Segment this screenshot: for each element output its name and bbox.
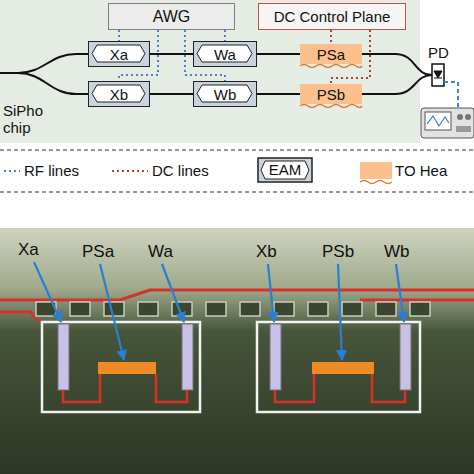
callout-arrow <box>34 262 61 322</box>
box-label: Xa <box>89 42 149 66</box>
rf-line-sample <box>4 170 20 172</box>
box-label: AWG <box>109 4 234 29</box>
pad <box>172 302 192 316</box>
box-label: Wa <box>194 42 256 66</box>
instrument-knob <box>457 114 463 120</box>
device-frame <box>257 322 420 412</box>
eam-sample <box>258 158 312 182</box>
separator-line <box>0 149 474 151</box>
rf-output-line <box>444 82 458 108</box>
metal-trace <box>0 290 474 300</box>
control-box: DC Control Plane <box>258 3 406 30</box>
callout-arrows <box>34 262 404 360</box>
callout-arrow <box>338 264 342 360</box>
eam-device <box>270 324 281 390</box>
box-label: DC Control Plane <box>259 4 405 29</box>
heater-wave <box>360 181 392 184</box>
pad <box>36 302 56 316</box>
eam-device <box>182 324 193 390</box>
instrument-button <box>456 126 471 132</box>
micrograph-background <box>0 228 474 474</box>
instrument-knob <box>465 114 471 120</box>
heater-device <box>312 362 374 374</box>
callout-label: Xa <box>18 240 39 260</box>
eam-box: Wa <box>193 41 257 67</box>
detector-label: PD <box>428 44 449 61</box>
callout-arrow <box>162 264 184 322</box>
device-group <box>42 322 200 412</box>
pad <box>342 302 362 316</box>
legend-swatch <box>360 162 392 179</box>
box-label: Wb <box>194 82 256 106</box>
legend-text: TO Hea <box>395 162 447 179</box>
pad <box>70 302 90 316</box>
eam-box: Xa <box>88 41 150 67</box>
phase-shifter-box: PSb <box>300 84 362 104</box>
pad <box>308 302 328 316</box>
pad <box>240 302 260 316</box>
callout-label: Wb <box>384 242 410 262</box>
metal-trace <box>372 374 405 402</box>
callout-arrow <box>396 264 404 322</box>
box-label: Xb <box>89 82 149 106</box>
pad <box>138 302 158 316</box>
legend-text: EAM <box>258 158 312 182</box>
pad <box>410 302 430 316</box>
photodiode-symbol <box>432 64 444 86</box>
dc-line-sample <box>112 170 148 172</box>
box-label: PSb <box>300 84 362 104</box>
metal-trace <box>0 312 40 322</box>
callout-label: PSb <box>322 242 354 262</box>
metal-trace <box>275 374 314 402</box>
diode-symbol <box>434 71 442 78</box>
instrument-screen <box>425 112 451 130</box>
device-frame <box>42 322 200 412</box>
phase-shifter-box: PSa <box>300 44 362 64</box>
pad <box>376 302 396 316</box>
instrument-trace <box>427 116 449 126</box>
metal-trace <box>156 374 187 402</box>
eam-device <box>400 324 411 390</box>
eam-device <box>58 324 69 390</box>
pad <box>206 302 226 316</box>
metal-trace <box>63 374 100 402</box>
separator-line <box>0 191 474 193</box>
instrument-icon <box>421 108 474 138</box>
awg-box: AWG <box>108 3 235 30</box>
eam-box: Xb <box>88 81 150 107</box>
metal-trace <box>360 299 474 302</box>
pad <box>274 302 294 316</box>
callout-arrow <box>100 264 124 360</box>
callout-label: Xb <box>256 242 277 262</box>
chip-panel: AWG DC Control PlaneXa Wa PSaXb Wb PSbSiPho c… <box>0 0 420 143</box>
callout-arrow <box>268 264 274 322</box>
chip-label: SiPho chip <box>3 102 55 138</box>
callout-label: PSa <box>82 242 114 262</box>
legend-text: RF lines <box>24 162 79 179</box>
eam-box: Wb <box>193 81 257 107</box>
box-label: PSa <box>300 44 362 64</box>
pad <box>104 302 124 316</box>
legend-text: DC lines <box>152 162 209 179</box>
heater-device <box>98 362 156 374</box>
pad-row <box>36 302 430 316</box>
device-group <box>257 322 420 412</box>
callout-label: Wa <box>148 242 173 262</box>
